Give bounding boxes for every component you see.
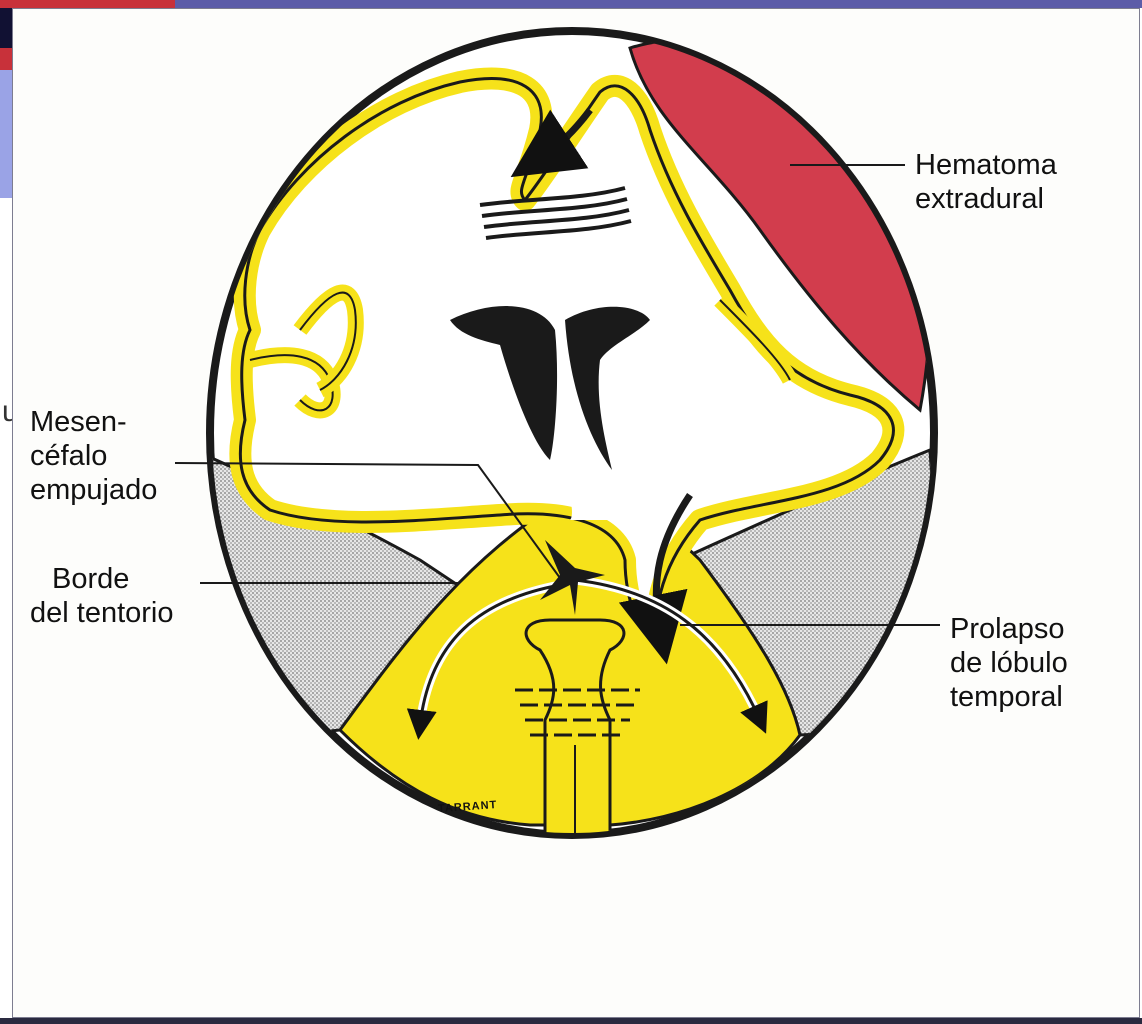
label-line: Prolapso bbox=[950, 612, 1068, 646]
label-line: Hematoma bbox=[915, 148, 1057, 182]
label-hematoma-extradural: Hematoma extradural bbox=[915, 148, 1057, 216]
label-mesencefalo-empujado: Mesen- céfalo empujado bbox=[30, 405, 157, 507]
label-line: del tentorio bbox=[30, 596, 174, 630]
label-prolapso-lobulo-temporal: Prolapso de lóbulo temporal bbox=[950, 612, 1068, 714]
label-line: Borde bbox=[30, 562, 174, 596]
label-line: temporal bbox=[950, 680, 1068, 714]
label-line: de lóbulo bbox=[950, 646, 1068, 680]
label-line: céfalo bbox=[30, 439, 157, 473]
label-borde-del-tentorio: Borde del tentorio bbox=[30, 562, 174, 630]
label-line: extradural bbox=[915, 182, 1057, 216]
label-line: Mesen- bbox=[30, 405, 157, 439]
label-line: empujado bbox=[30, 473, 157, 507]
